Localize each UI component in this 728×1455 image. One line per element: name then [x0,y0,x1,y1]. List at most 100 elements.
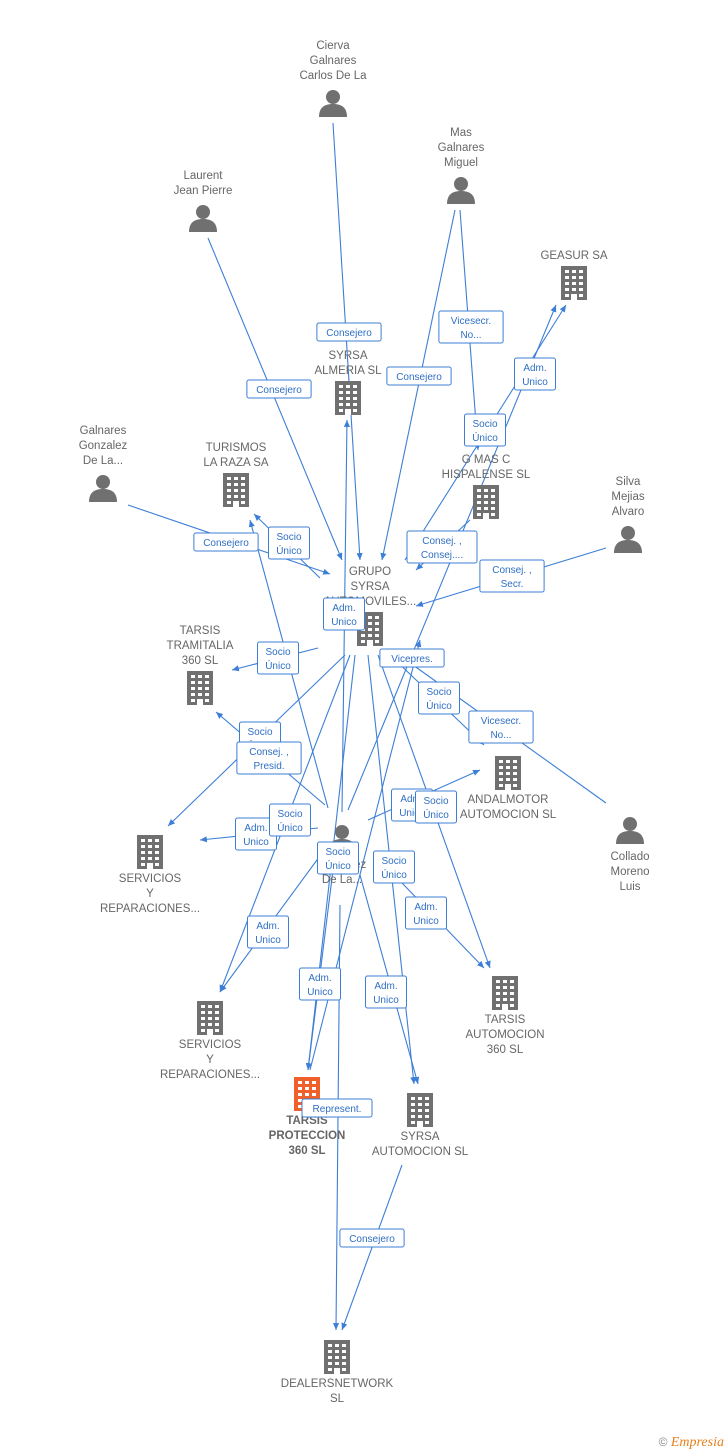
edge-center-to-tarsisprot [305,861,335,1071]
node-label: TRAMITALIA [167,640,234,652]
edge-label[interactable]: Consej. ,Consej.... [406,530,478,564]
edge-label-text: Vicesecr. [451,316,491,327]
node-label: Laurent [183,170,223,182]
edge-label[interactable]: Consej. ,Secr. [479,559,545,593]
edge-label[interactable]: Consejero [316,322,382,342]
edge-label-text: Adm. [308,973,331,984]
edge-label[interactable]: Consej. ,Presid. [236,741,302,775]
edge-label-text: Adm. [523,363,546,374]
node-label: De La... [322,874,362,886]
building-icon [137,835,163,869]
node-label: Y [146,888,154,900]
edge-label[interactable]: Adm.Unico [514,357,556,391]
node-label: Miguel [444,157,478,169]
person-icon [319,90,347,117]
node-turismos[interactable]: TURISMOS LA RAZA SA [203,442,269,507]
edge-label[interactable]: Adm. Unico [235,817,277,851]
edge-label-text: Unico [399,808,425,819]
edge-label[interactable]: Vicesecr. No... [438,310,504,344]
node-label: SYRSA [351,581,390,593]
node-label: 360 SL [288,1145,325,1157]
edge-label-text: Adm. [332,603,355,614]
node-label: Galnares [438,142,485,154]
edge-label-text: Único [381,868,407,881]
edge-label-text: Unico [243,837,269,848]
node-label: 360 SL [182,655,219,667]
edge-label-text: Unico [373,995,399,1006]
edge-label[interactable]: Vicesecr.No... [468,710,534,744]
node-label: SYRSA [401,1131,440,1143]
edge-label[interactable]: Adm.Unico [405,896,447,930]
edge-label[interactable]: Adm.Unico [299,967,341,1001]
edge-label-text: Adm. [244,823,267,834]
node-label: ALMERIA SL [314,365,382,377]
node-label: AUTOMOCION SL [460,809,557,821]
node-servicios2[interactable]: SERVICIOSYREPARACIONES... [160,1001,260,1081]
edge-label[interactable]: Adm.Unico [247,915,289,949]
edge-label[interactable]: Consejero [193,532,259,552]
node-label: GEASUR SA [540,250,607,262]
node-label: HISPALENSE SL [442,469,531,481]
edge-label[interactable]: Consejero [386,366,452,386]
edge-label-text: Socio [472,419,497,430]
edge-label[interactable]: Consejero [339,1228,405,1248]
edge-label-text: Consejero [326,328,372,339]
edge-label-text: Consej.... [421,550,463,561]
edges [127,122,607,1331]
node-label: LA RAZA SA [203,457,269,469]
edge-label-text: Consejero [203,538,249,549]
edge-label-text: Socio [276,532,301,543]
edge-label-text: Adm. [256,921,279,932]
brand-logo[interactable]: Empresia [670,1435,724,1450]
node-label: Jean Pierre [174,185,233,197]
edge-label[interactable]: Adm. Unico [365,975,407,1009]
footer: © Empresia [659,1435,724,1451]
node-servicios1[interactable]: SERVICIOSYREPARACIONES... [100,835,200,915]
node-geasur[interactable]: GEASUR SA [540,250,608,300]
edge-label-text: Único [426,699,452,712]
node-label: Cierva [316,40,350,52]
node-label: PROTECCION [269,1130,346,1142]
edge-label[interactable]: Consejero [246,379,312,399]
node-sysauto[interactable]: SYRSA AUTOMOCION SL [372,1093,469,1158]
edge-label-text: Socio [247,727,272,738]
edge-label-text: Presid. [253,761,284,772]
building-icon [407,1093,433,1127]
node-label: AUTOMOCION SL [372,1146,469,1158]
edge-label-text: Socio [265,647,290,658]
edge-label[interactable]: Represent. [301,1098,373,1118]
node-label: SL [330,1393,345,1405]
edge-label[interactable]: Vicepres. [379,648,445,668]
node-label: SERVICIOS [179,1039,242,1051]
edge-label-text: Único [472,431,498,444]
building-icon [561,266,587,300]
edge-label-text: No... [460,330,481,341]
edge-label[interactable]: Adm.Unico [323,597,365,631]
node-label: TURISMOS [206,442,267,454]
edge-label-text: Adm. [374,981,397,992]
edge-label-text: Vicesecr. [481,716,521,727]
building-icon [187,671,213,705]
edge-label-text: Consejero [256,385,302,396]
